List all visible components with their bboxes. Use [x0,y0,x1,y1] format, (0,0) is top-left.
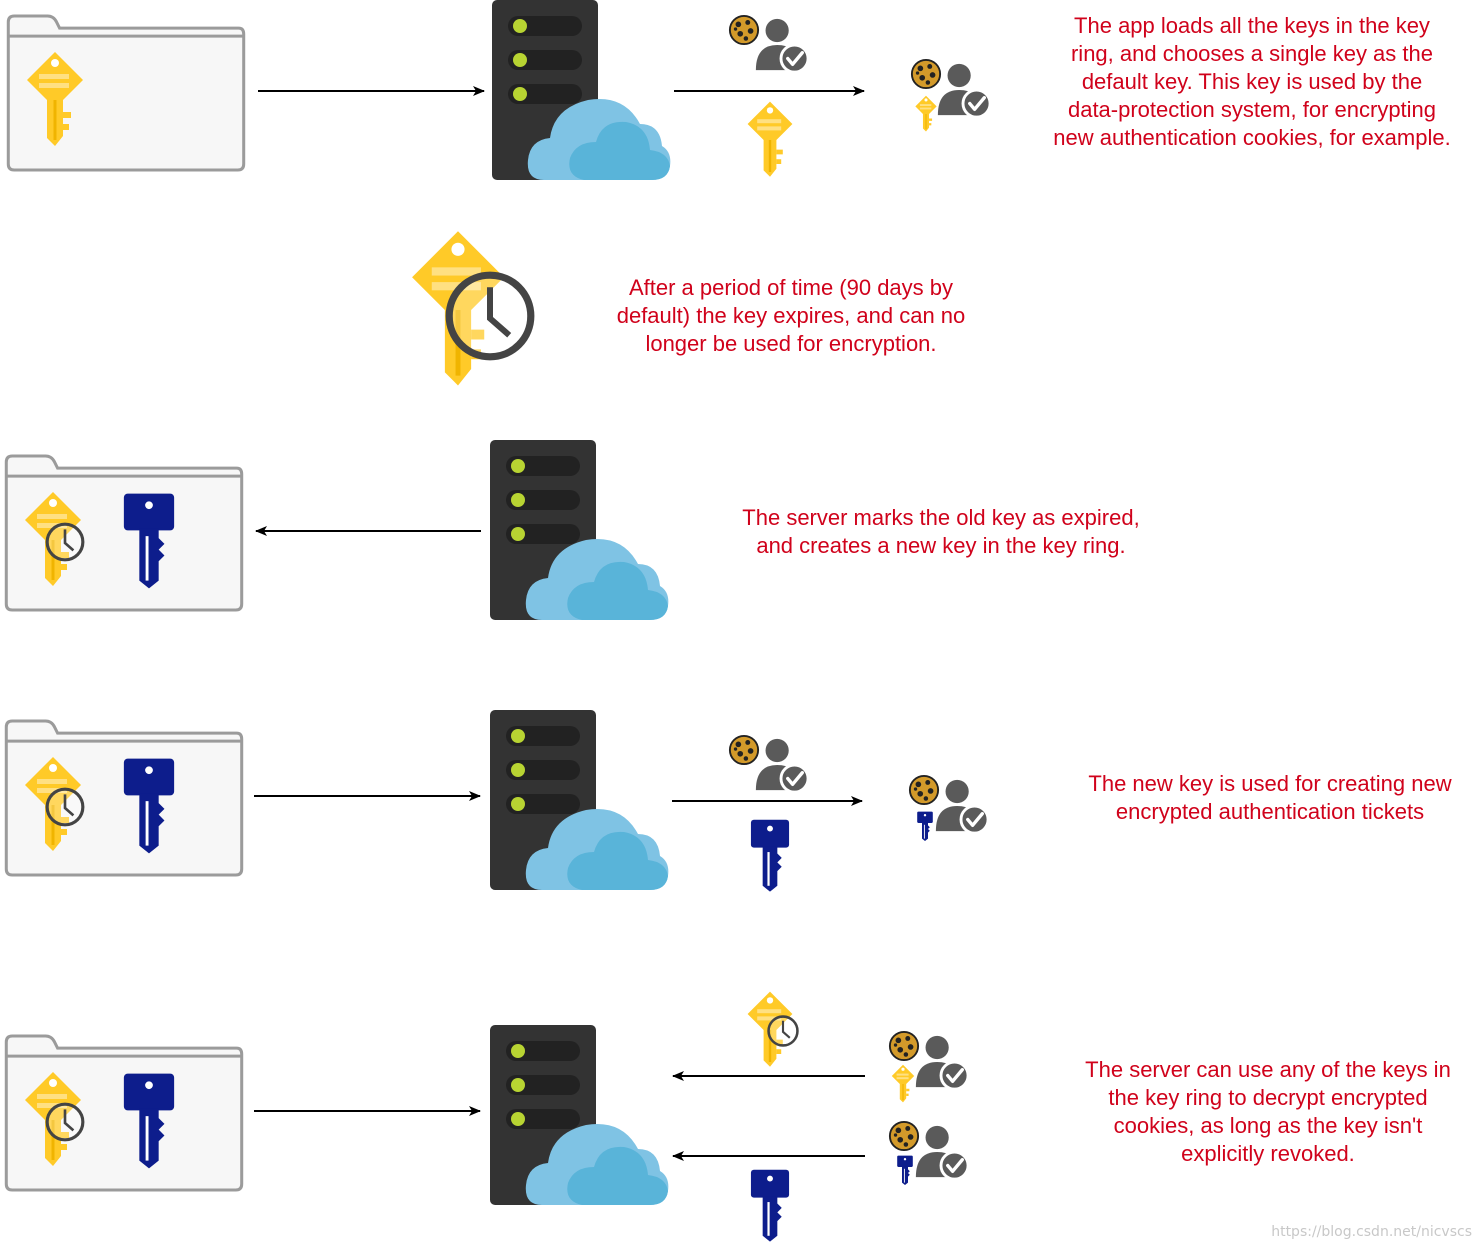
user-check-icon [914,1124,970,1181]
server-icon [490,710,669,890]
cookie-icon [728,14,760,46]
user-check-icon [934,778,990,835]
server-icon [492,0,671,180]
step4-caption: The new key is used for creating new enc… [1088,771,1452,824]
user-check-icon [754,17,810,74]
step2-caption: After a period of time (90 days by defau… [616,275,966,356]
key-icon [916,811,934,842]
user-check-icon [936,62,992,119]
user-check-icon [754,737,810,794]
cookie-icon [908,774,940,806]
clock-icon [45,1102,85,1142]
step1-caption: The app loads all the keys in the key ri… [1053,13,1451,150]
watermark: https://blog.csdn.net/nicvscs [1271,1224,1472,1240]
clock-icon [45,522,85,562]
user-check-icon [914,1034,970,1091]
key-icon [749,818,791,893]
cookie-icon [888,1120,920,1152]
key-icon [891,1064,915,1104]
cookie-icon [888,1030,920,1062]
cookie-icon [728,734,760,766]
clock-icon [449,275,531,357]
clock-icon [45,787,85,827]
server-icon [490,440,669,620]
key-icon [749,1168,791,1243]
clock-icon [767,1015,799,1047]
server-icon [490,1025,669,1205]
cookie-icon [910,58,942,90]
step5-caption: The server can use any of the keys in th… [1085,1057,1451,1166]
step3-caption: The server marks the old key as expired,… [742,505,1140,558]
key-icon [746,100,794,179]
key-icon [914,95,938,133]
key-icon [896,1155,914,1186]
